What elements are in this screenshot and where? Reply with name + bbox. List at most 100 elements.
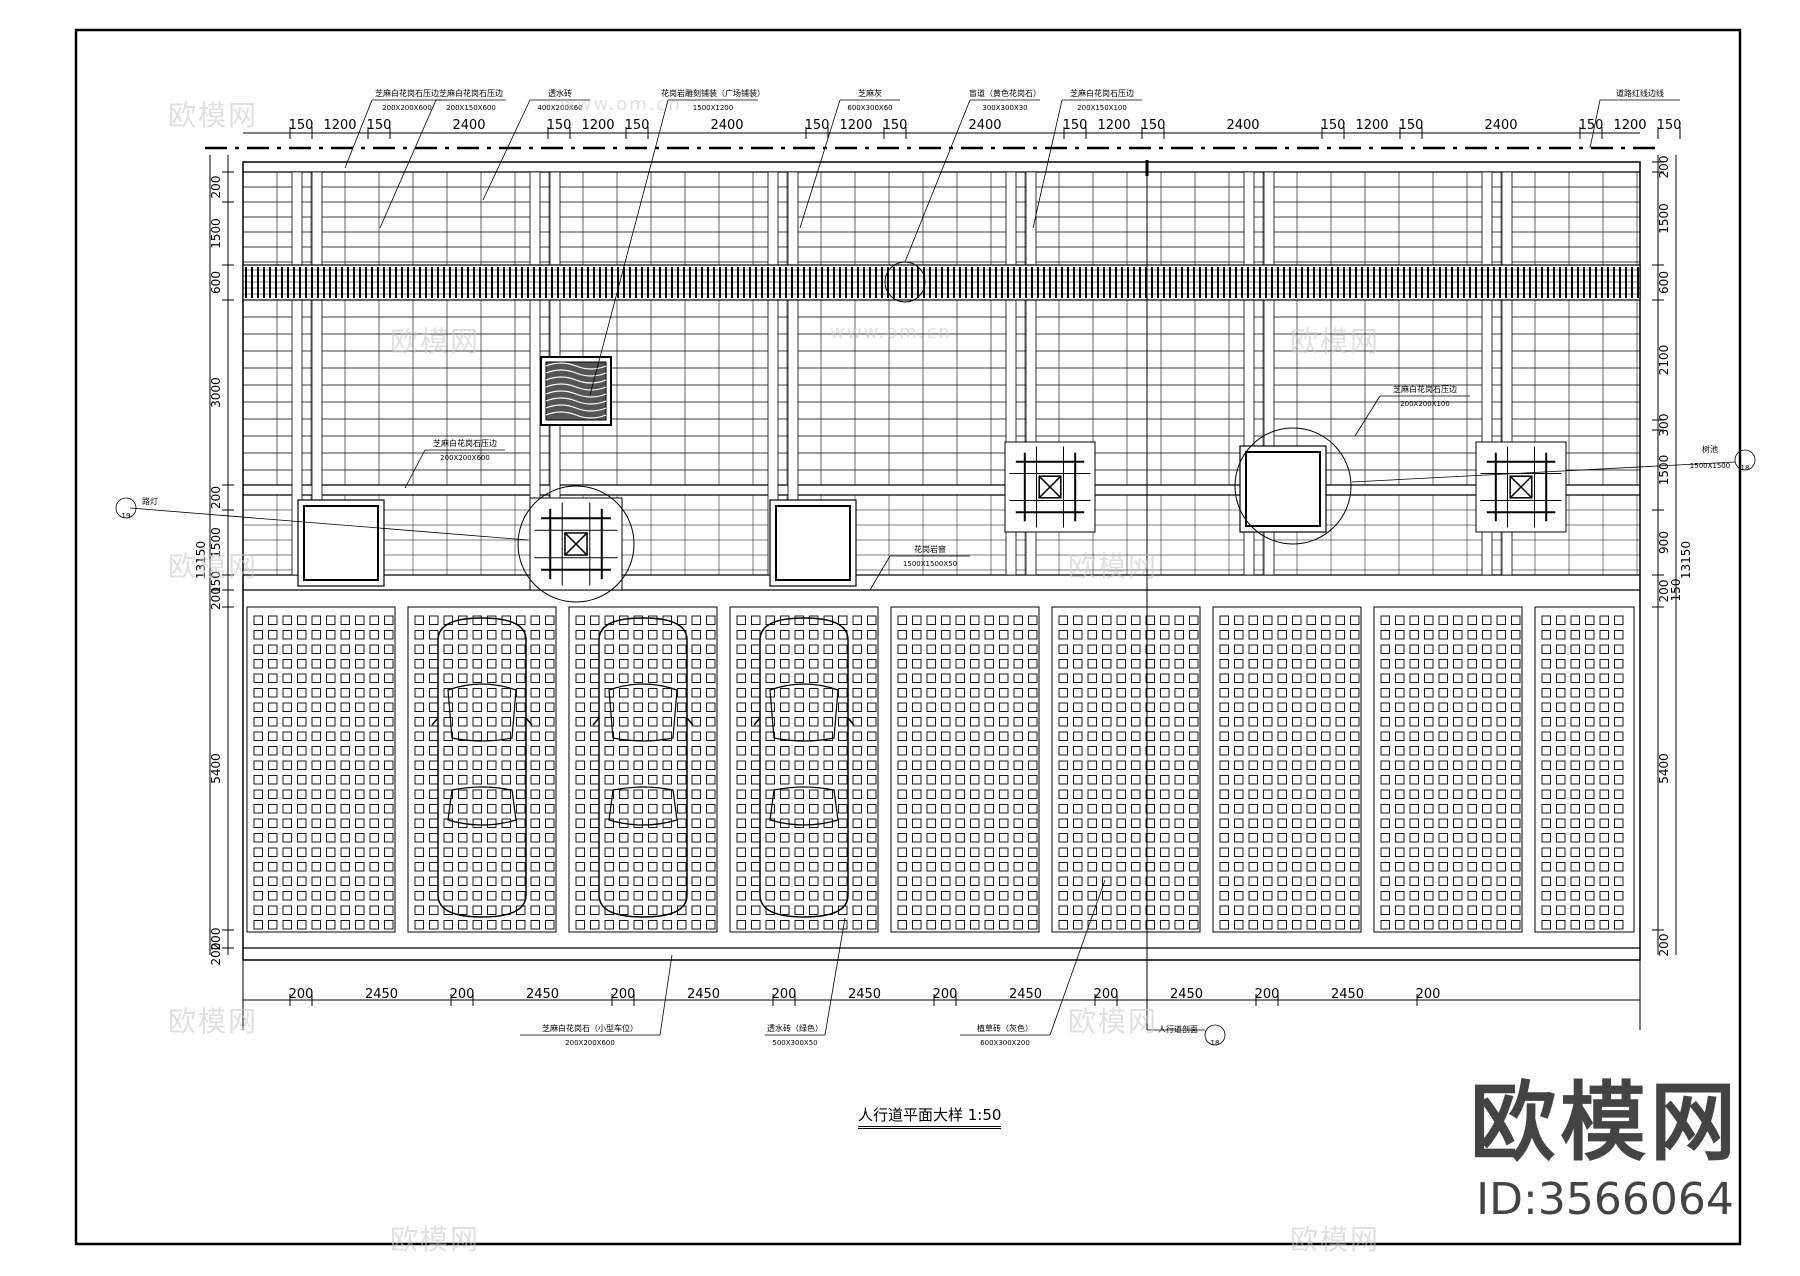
label-tactile-paving: 盲道（黄色花岗石）300X300X30 <box>904 88 1041 263</box>
grass-paver-cell <box>706 673 716 683</box>
grass-paver-cell <box>297 746 307 756</box>
grass-paver-cell <box>897 891 907 901</box>
grass-paver-cell <box>604 673 614 683</box>
grass-paver-cell <box>443 775 453 785</box>
car-outline <box>592 617 694 918</box>
grass-paver-cell <box>253 804 263 814</box>
grass-paver-cell <box>1160 688 1170 698</box>
grass-paver-cell <box>501 891 511 901</box>
grass-paver-cell <box>984 615 994 625</box>
grass-paver-cell <box>1482 760 1492 770</box>
grass-paver-cell <box>1467 789 1477 799</box>
grass-paver-cell <box>809 905 819 915</box>
grass-paver-cell <box>414 731 424 741</box>
grass-paver-cell <box>530 615 540 625</box>
grass-paver-cell <box>530 731 540 741</box>
grass-paver-cell <box>1263 862 1273 872</box>
grass-paver-cell <box>838 717 848 727</box>
grass-paver-cell <box>1116 717 1126 727</box>
grass-paver-cell <box>268 920 278 930</box>
grass-paver-cell <box>282 920 292 930</box>
grass-paver-cell <box>780 876 790 886</box>
grass-paver-cell <box>912 688 922 698</box>
grass-paver-cell <box>852 876 862 886</box>
grass-paver-cell <box>1292 731 1302 741</box>
grass-paver-cell <box>1438 615 1448 625</box>
grass-paver-cell <box>780 644 790 654</box>
grass-paver-cell <box>736 847 746 857</box>
grass-paver-cell <box>1614 804 1624 814</box>
grass-paver-cell <box>1599 818 1609 828</box>
grass-paver-cell <box>926 920 936 930</box>
grass-paver-cell <box>1058 746 1068 756</box>
grass-paver-cell <box>253 920 263 930</box>
grass-paver-cell <box>1335 876 1345 886</box>
grass-paver-cell <box>736 833 746 843</box>
grass-paver-cell <box>691 702 701 712</box>
grass-paver-cell <box>897 615 907 625</box>
grass-paver-cell <box>1073 891 1083 901</box>
grass-paver-cell <box>355 891 365 901</box>
grass-paver-cell <box>648 818 658 828</box>
grass-paver-cell <box>297 688 307 698</box>
grass-paver-cell <box>1028 847 1038 857</box>
grass-paver-cell <box>838 731 848 741</box>
grass-paver-cell <box>1292 760 1302 770</box>
grass-paver-cell <box>1409 702 1419 712</box>
grass-paver-cell <box>662 688 672 698</box>
grass-paver-cell <box>619 775 629 785</box>
grass-paver-cell <box>282 688 292 698</box>
top-dimension-label: 150 <box>883 118 908 133</box>
grass-paver-cell <box>1160 760 1170 770</box>
grass-paver-cell <box>1013 804 1023 814</box>
grass-paver-cell <box>487 760 497 770</box>
grass-paver-cell <box>1102 920 1112 930</box>
grass-paver-cell <box>1292 630 1302 640</box>
leader-line <box>824 917 846 1036</box>
grass-paver-cell <box>1189 818 1199 828</box>
grass-paver-cell <box>852 688 862 698</box>
grass-paver-cell <box>516 876 526 886</box>
grass-paver-cell <box>648 630 658 640</box>
grass-paver-cell <box>516 775 526 785</box>
grass-paver-cell <box>1614 673 1624 683</box>
grass-paver-cell <box>1438 891 1448 901</box>
grass-paver-cell <box>355 862 365 872</box>
grass-paver-cell <box>838 673 848 683</box>
grass-paver-cell <box>487 673 497 683</box>
top-dimension-label: 2400 <box>1484 118 1517 133</box>
lamp-grille-center <box>564 532 588 556</box>
watermark: 欧模网 <box>168 99 259 132</box>
grass-paver-cell <box>662 760 672 770</box>
watermark: 欧模网 <box>168 1005 259 1038</box>
grass-paver-cell <box>1496 891 1506 901</box>
top-dimension-label: 1200 <box>1355 118 1388 133</box>
grass-paver-cell <box>780 891 790 901</box>
grass-paver-cell <box>1496 818 1506 828</box>
grass-paver-cell <box>1511 804 1521 814</box>
grass-paver-cell <box>1102 615 1112 625</box>
grass-paver-cell <box>706 876 716 886</box>
grass-paver-cell <box>619 876 629 886</box>
grass-paver-cell <box>677 876 687 886</box>
grass-paver-cell <box>1424 702 1434 712</box>
grass-paver-cell <box>326 659 336 669</box>
grass-paver-cell <box>1013 891 1023 901</box>
grass-paver-cell <box>648 833 658 843</box>
grass-paver-cell <box>530 644 540 654</box>
grass-paver-cell <box>1160 818 1170 828</box>
grass-paver-cell <box>897 862 907 872</box>
grass-paver-cell <box>823 833 833 843</box>
leader-line <box>1049 879 1106 1036</box>
grass-paver-cell <box>1263 746 1273 756</box>
grass-paver-cell <box>1424 789 1434 799</box>
grass-paver-cell <box>1335 789 1345 799</box>
grass-paver-cell <box>1189 644 1199 654</box>
grass-paver-cell <box>501 702 511 712</box>
grass-paver-cell <box>1409 746 1419 756</box>
grass-paver-cell <box>809 862 819 872</box>
grass-paver-cell <box>1116 630 1126 640</box>
annotation-text: 路灯 <box>142 496 158 506</box>
grass-paver-cell <box>1058 644 1068 654</box>
